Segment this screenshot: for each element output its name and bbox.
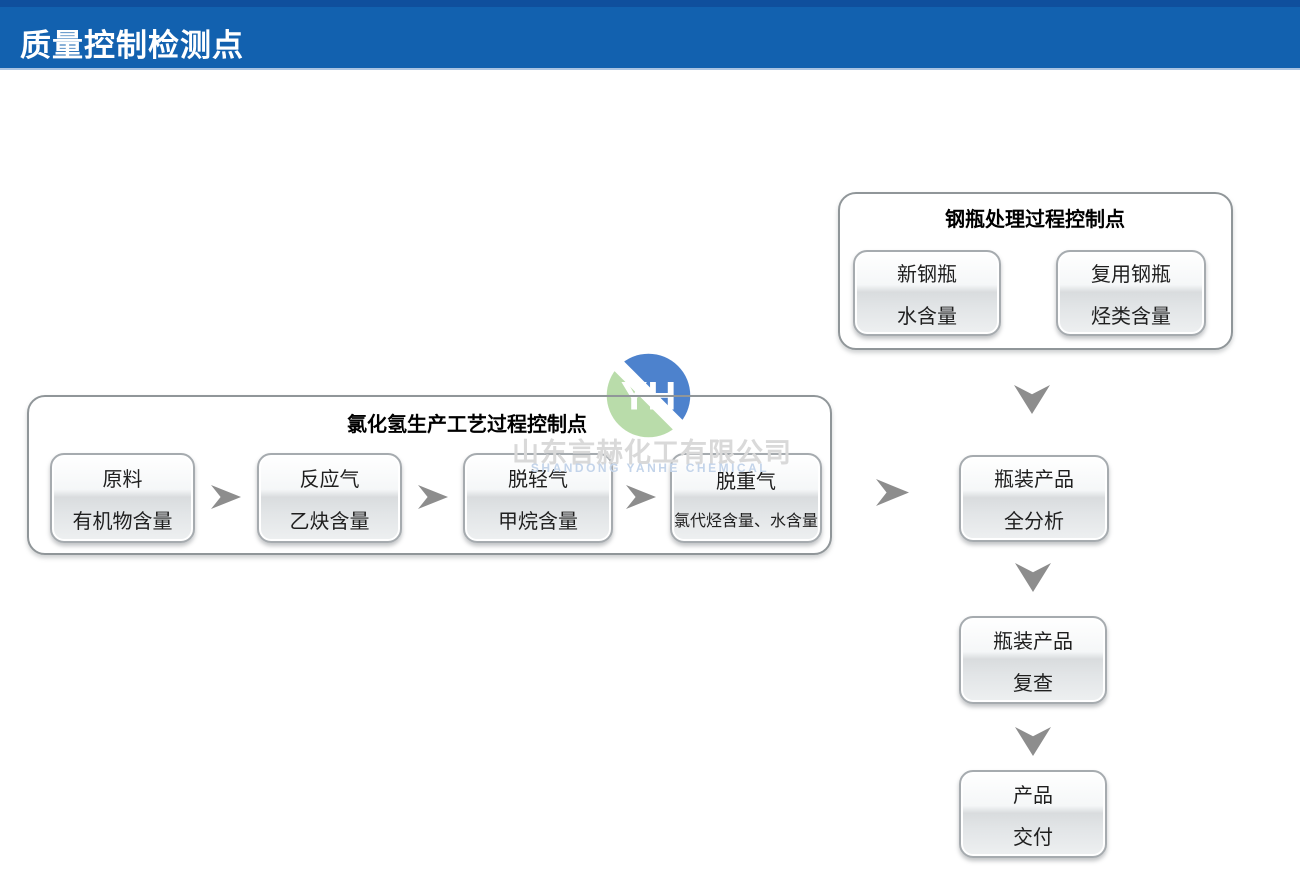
node-line1: 瓶装产品 <box>993 630 1073 653</box>
cylinder-group-frame <box>838 192 1233 350</box>
node-raw-material: 原料 有机物含量 <box>50 453 195 543</box>
node-line2: 烃类含量 <box>1091 305 1171 328</box>
node-line2: 交付 <box>1013 826 1053 849</box>
process-group-frame <box>27 395 832 555</box>
process-group-title: 氯化氢生产工艺过程控制点 <box>347 414 587 436</box>
node-line1: 脱轻气 <box>508 468 568 491</box>
node-line1: 脱重气 <box>716 471 776 493</box>
node-line1: 反应气 <box>299 468 360 491</box>
node-delight-gas: 脱轻气 甲烷含量 <box>463 453 613 543</box>
node-line1: 新钢瓶 <box>897 263 957 286</box>
node-reused-cylinder: 复用钢瓶 烃类含量 <box>1056 250 1206 336</box>
arrow-right-icon <box>876 479 909 506</box>
node-bottled-full-analysis: 瓶装产品 全分析 <box>959 455 1109 542</box>
node-deheavy-gas: 脱重气 氯代烃含量、水含量 <box>670 453 822 543</box>
cylinder-group-title: 钢瓶处理过程控制点 <box>945 209 1125 231</box>
arrow-down-icon <box>1015 727 1051 756</box>
node-line2: 有机物含量 <box>72 510 173 533</box>
node-line2: 乙炔含量 <box>289 510 370 533</box>
node-reaction-gas: 反应气 乙炔含量 <box>257 453 402 543</box>
node-line2: 氯代烃含量、水含量 <box>673 513 818 530</box>
node-line2: 水含量 <box>897 305 957 328</box>
page-title: 质量控制检测点 <box>20 28 244 63</box>
arrow-down-icon <box>1014 385 1050 414</box>
node-product-delivery: 产品 交付 <box>959 770 1107 858</box>
node-line1: 原料 <box>102 468 143 491</box>
arrow-down-icon <box>1015 563 1051 592</box>
node-line2: 甲烷含量 <box>498 510 578 533</box>
node-line2: 复查 <box>1013 672 1053 695</box>
header-banner: 质量控制检测点 <box>0 0 1300 70</box>
node-bottled-recheck: 瓶装产品 复查 <box>959 616 1107 704</box>
node-line1: 产品 <box>1013 784 1053 807</box>
node-line1: 复用钢瓶 <box>1091 263 1171 286</box>
node-line2: 全分析 <box>1004 511 1064 533</box>
node-line1: 瓶装产品 <box>994 469 1074 491</box>
node-new-cylinder: 新钢瓶 水含量 <box>853 250 1001 336</box>
